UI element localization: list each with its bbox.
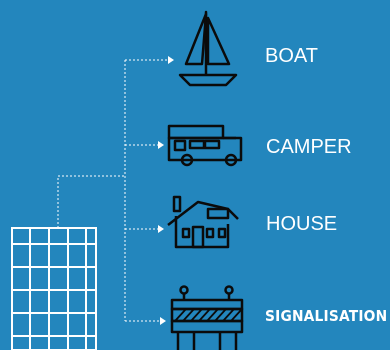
label-camper: CAMPER — [266, 136, 352, 158]
connector-arrowheads — [158, 56, 174, 325]
house-icon — [167, 195, 239, 249]
sailboat-icon — [178, 10, 238, 87]
label-signalisation: SIGNALISATION — [265, 307, 388, 325]
label-house: HOUSE — [266, 213, 338, 235]
camper-van-icon — [167, 124, 243, 167]
connector-lines — [57, 59, 168, 322]
road-barrier-icon — [170, 285, 244, 350]
label-boat: BOAT — [265, 45, 318, 67]
barrier-stripes — [174, 308, 243, 322]
solar-panel-icon — [11, 227, 97, 350]
